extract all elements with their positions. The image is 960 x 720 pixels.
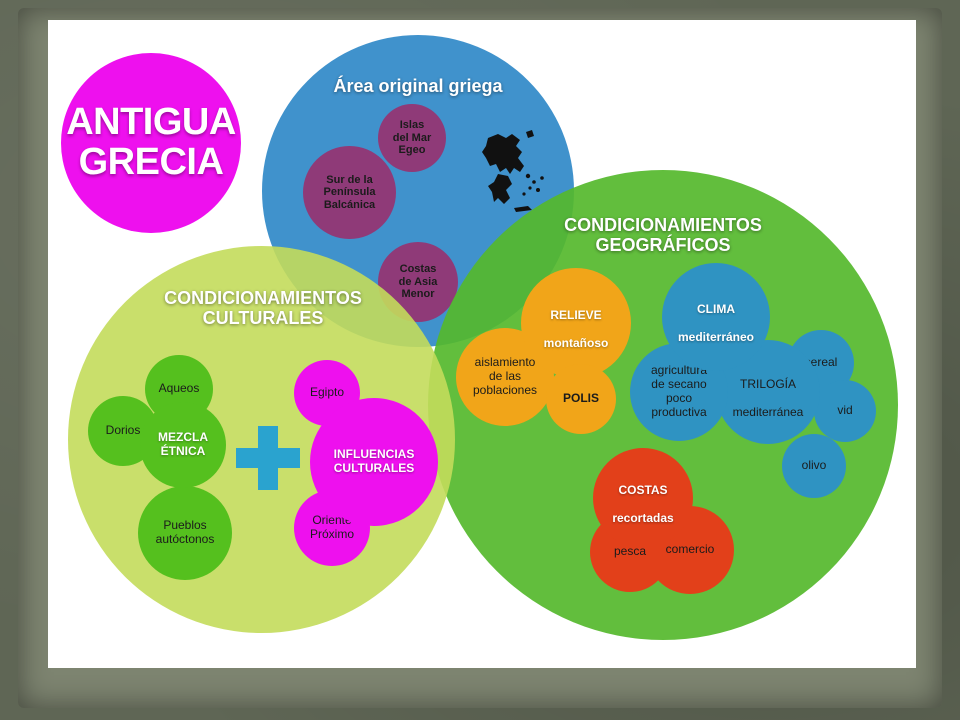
clima-title: CLIMA [697, 302, 735, 317]
title-text: ANTIGUA GRECIA [66, 101, 236, 183]
egipto-label: Egipto [309, 385, 345, 400]
ethnic-mix-label: MEZCLA ÉTNICA [158, 430, 208, 458]
cultural-heading: CONDICIONAMIENTOS CULTURALES [164, 288, 362, 329]
comercio-label: comercio [665, 542, 715, 557]
olivo-label: olivo [801, 458, 827, 473]
clima-circle: CLIMA mediterráneo [662, 263, 770, 371]
trilogia-title: TRILOGÍA [739, 377, 796, 392]
clima-text: CLIMA mediterráneo [678, 289, 754, 344]
dorios-label: Dorios [105, 423, 141, 438]
aqueos-label: Aqueos [158, 381, 200, 396]
agricultura-label: agricultura de secano poco productiva [650, 363, 708, 419]
geo-heading: CONDICIONAMIENTOS GEOGRÁFICOS [564, 215, 762, 256]
vid-label: vid [837, 403, 853, 418]
polis-label: POLIS [562, 391, 599, 406]
vid-circle: vid [814, 380, 876, 442]
relieve-sub: montañoso [543, 335, 609, 350]
south-balkan-label: Sur de la Península Balcánica [323, 173, 376, 211]
asia-coast-circle: Costas de Asia Menor [378, 242, 458, 322]
influences-label: INFLUENCIAS CULTURALES [333, 447, 415, 475]
relieve-title: RELIEVE [550, 308, 602, 323]
olivo-circle: olivo [782, 434, 846, 498]
islands-circle: Islas del Mar Egeo [378, 104, 446, 172]
costas-circle: COSTAS recortadas [593, 448, 693, 548]
clima-sub: mediterráneo [677, 329, 755, 344]
greece-map-icon [482, 130, 544, 212]
ethnic-mix-circle: MEZCLA ÉTNICA [140, 402, 226, 488]
polis-circle: POLIS [546, 364, 616, 434]
relieve-text: RELIEVE montañoso [544, 295, 609, 350]
asia-coast-label: Costas de Asia Menor [398, 263, 438, 301]
slide-card: ANTIGUA GRECIA Área original griega Isla… [48, 20, 916, 668]
pueblos-circle: Pueblos autóctonos [138, 486, 232, 580]
islands-label: Islas del Mar Egeo [392, 119, 432, 157]
relieve-circle: RELIEVE montañoso [521, 268, 631, 378]
trilogia-text: TRILOGÍA mediterránea [733, 364, 804, 419]
influences-circle: INFLUENCIAS CULTURALES [310, 398, 438, 526]
title-circle: ANTIGUA GRECIA [61, 53, 241, 233]
costas-text: COSTAS recortadas [612, 470, 673, 525]
costas-sub: recortadas [612, 510, 674, 525]
south-balkan-circle: Sur de la Península Balcánica [303, 146, 396, 239]
aislamiento-label: aislamiento de las poblaciones [472, 355, 538, 397]
comercio-circle: comercio [646, 506, 734, 594]
costas-title: COSTAS [618, 483, 668, 498]
plus-icon [236, 426, 300, 490]
area-heading: Área original griega [333, 76, 503, 96]
pueblos-label: Pueblos autóctonos [155, 518, 215, 546]
trilogia-sub: mediterránea [732, 404, 804, 419]
